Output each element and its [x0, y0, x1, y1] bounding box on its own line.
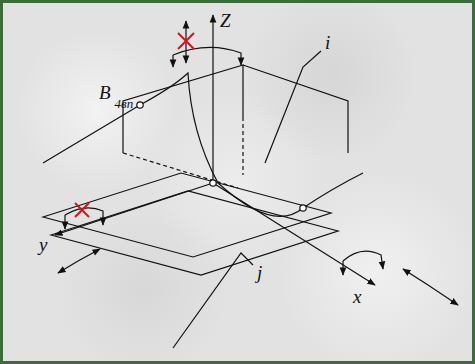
translation-arrow [428, 285, 458, 305]
point-label: B [99, 83, 111, 102]
translation-arrow [58, 261, 78, 273]
blocked-cross [178, 33, 194, 49]
y-axis [55, 183, 213, 235]
rotation-arrow [172, 55, 173, 67]
hidden-edge [242, 117, 243, 175]
contact-point [137, 102, 143, 108]
point-subscript: 4вп [115, 97, 134, 110]
vertical-plane-side [243, 65, 348, 153]
rotation-arrow [173, 47, 241, 65]
blocked-cross [75, 203, 89, 217]
vertical-plane [123, 65, 243, 153]
rotation-arrow [342, 261, 343, 275]
line-label: j [257, 263, 262, 282]
z-axis [212, 15, 213, 183]
curved-surface [43, 73, 218, 183]
contact-point [300, 205, 306, 211]
origin-point [210, 180, 216, 186]
translation-arrow [185, 41, 186, 63]
rotation-arrow [65, 208, 103, 225]
line-label: i [325, 33, 330, 52]
translation-arrow [78, 249, 100, 261]
translation-arrow [185, 21, 186, 41]
axis-label: x [353, 287, 361, 306]
rotation-arrow [343, 251, 383, 269]
axis-label: Z [220, 11, 231, 30]
kinematic-illustration [3, 3, 475, 364]
x-axis [213, 183, 375, 285]
curved-surface [218, 173, 363, 216]
hidden-edge [123, 153, 238, 188]
rotation-arrow [64, 215, 65, 229]
translation-arrow [403, 269, 428, 285]
line-i [265, 51, 321, 163]
line-j [173, 253, 253, 348]
axis-label: y [39, 235, 47, 254]
